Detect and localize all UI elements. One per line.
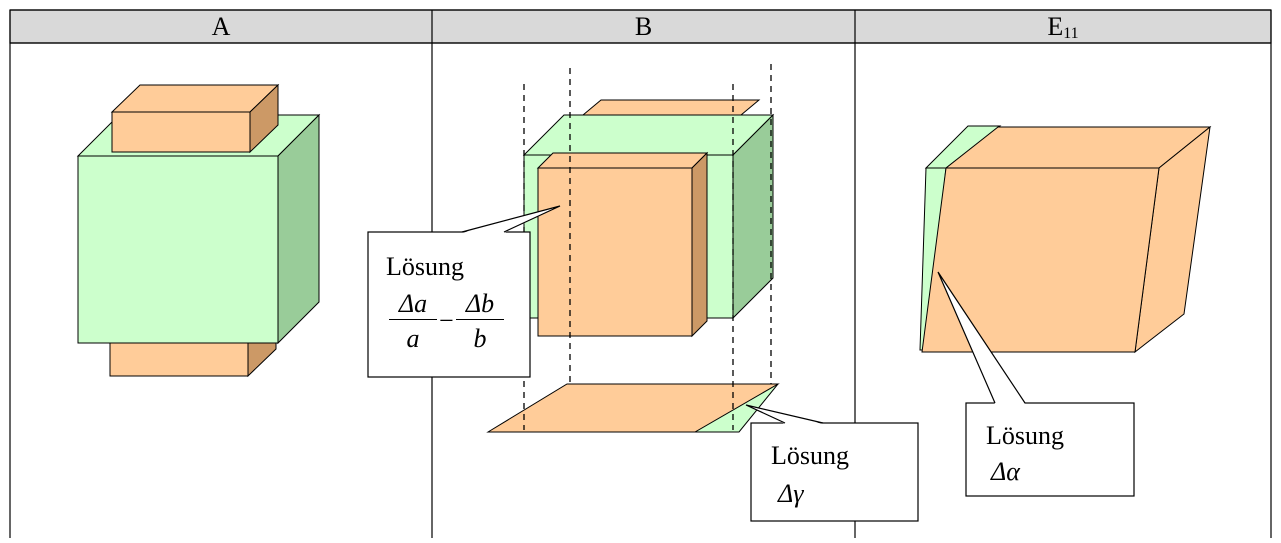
b-green-slab-top	[522, 114, 775, 156]
b-fraction-1: Δa a	[389, 291, 437, 352]
b-fraction-1-numerator: Δa	[389, 291, 437, 320]
column-header-e11-subscript: 11	[1063, 25, 1079, 42]
column-header-e11-label: E	[1047, 12, 1064, 41]
b-front-block-front	[537, 167, 693, 337]
b-front-block-top	[536, 152, 709, 169]
b-main-callout	[367, 205, 561, 378]
b-main-callout-title: Lösung	[386, 252, 464, 281]
e11-callout-title: Lösung	[986, 421, 1064, 450]
a-top-block-top	[110, 84, 280, 113]
e11-orange-front	[921, 167, 1160, 353]
b-bottom-callout-box	[750, 422, 919, 522]
column-e11-figure	[919, 125, 1212, 354]
a-top-block-front	[111, 111, 251, 153]
column-a-figure	[76, 83, 321, 378]
b-front-block-side	[691, 151, 708, 338]
b-fraction-2-denominator: b	[473, 324, 487, 353]
column-header-e11: E11	[855, 10, 1271, 43]
b-fraction-2-numerator: Δb	[456, 291, 504, 320]
b-bottom-callout-pointer-outline	[745, 404, 824, 424]
e11-callout-box	[965, 402, 1135, 497]
b-bottom-callout-title: Lösung	[771, 441, 849, 470]
b-bottom-orange-sheet	[486, 383, 780, 433]
e11-callout-pointer-outline	[937, 271, 1026, 404]
b-main-callout-box	[367, 231, 531, 378]
a-green-cube-front	[77, 155, 279, 344]
b-fraction-2: Δb b	[456, 291, 504, 352]
b-fraction-1-denominator: a	[406, 324, 420, 353]
b-main-callout-pointer-outline	[461, 205, 561, 233]
table-frame	[9, 9, 1272, 538]
column-b-figure	[486, 99, 780, 433]
header-row-background	[9, 9, 1272, 44]
e11-callout-symbol: Δα	[991, 457, 1020, 486]
column-header-b: B	[432, 10, 855, 43]
b-bottom-callout-symbol: Δγ	[778, 479, 804, 508]
e11-callout	[937, 271, 1135, 497]
b-bottom-callout	[745, 404, 919, 522]
b-minus-sign: −	[439, 306, 454, 335]
column-header-b-label: B	[634, 12, 653, 41]
column-header-a: A	[10, 10, 432, 43]
a-green-cube-side	[277, 113, 320, 345]
column-header-a-label: A	[211, 12, 231, 41]
a-bottom-block-front	[109, 341, 249, 377]
